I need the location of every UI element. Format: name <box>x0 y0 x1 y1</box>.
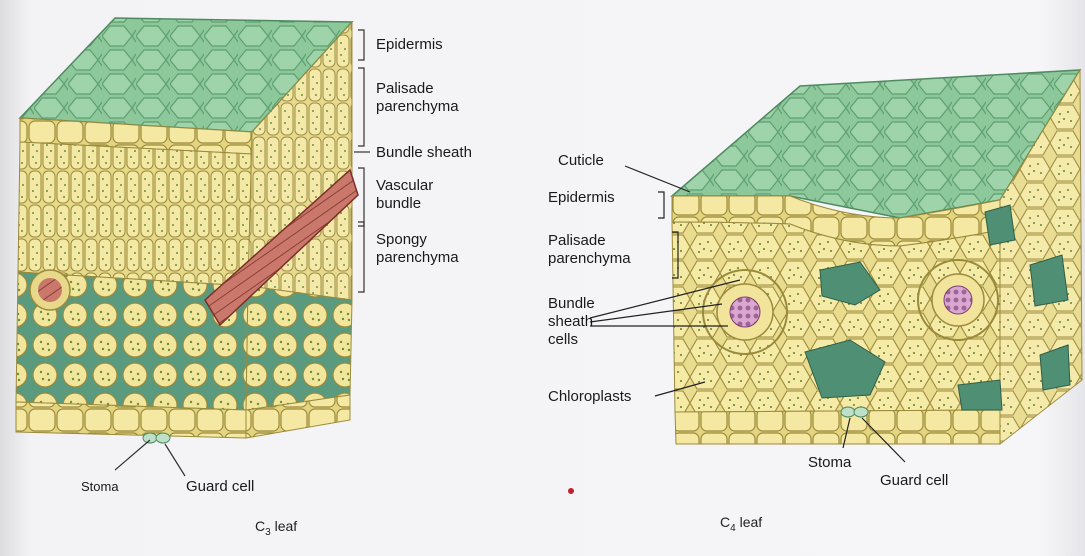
c4-label-epidermis: Epidermis <box>548 189 615 207</box>
c4-caption: C4 leaf <box>720 514 762 534</box>
c3-leaf-block <box>16 18 358 443</box>
c3-label-bundle-sheath: Bundle sheath <box>376 144 472 162</box>
c4-label-palisade-parenchyma: Palisade parenchyma <box>548 232 631 268</box>
c4-label-bundle-sheath-cells: Bundle sheath cells <box>548 295 595 349</box>
c4-label-guard-cell: Guard cell <box>880 472 948 490</box>
c3-label-epidermis: Epidermis <box>376 36 443 54</box>
c3-label-vascular-bundle: Vascular bundle <box>376 177 433 213</box>
c4-leaf-block <box>672 70 1082 444</box>
c4-label-cuticle: Cuticle <box>558 152 604 170</box>
red-mark <box>568 488 574 494</box>
c4-label-stoma: Stoma <box>808 454 851 472</box>
c3-caption: C3 leaf <box>255 518 297 538</box>
c3-label-palisade-parenchyma: Palisade parenchyma <box>376 80 459 116</box>
c4-label-chloroplasts: Chloroplasts <box>548 388 631 406</box>
c3-label-stoma: Stoma <box>81 478 119 496</box>
c3-label-guard-cell: Guard cell <box>186 478 254 496</box>
c3-label-spongy-parenchyma: Spongy parenchyma <box>376 231 459 267</box>
